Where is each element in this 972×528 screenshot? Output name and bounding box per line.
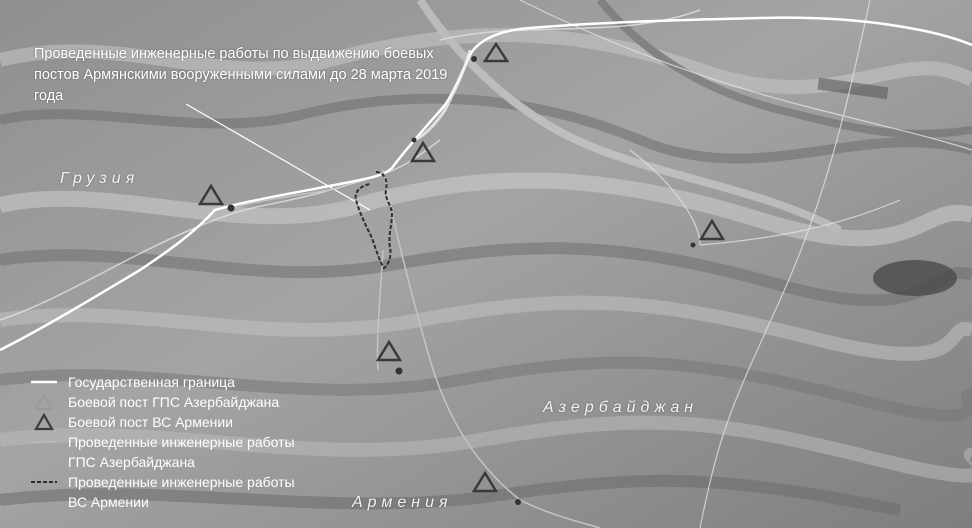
works-armenia-line <box>354 171 394 270</box>
annotation-leader-line <box>185 103 371 211</box>
map-legend: Государственная граница Боевой пост ГПС … <box>30 372 350 512</box>
light-triangle-icon <box>34 392 54 410</box>
legend-item-post-armenia: Боевой пост ВС Армении <box>30 412 350 432</box>
region-label-azerbaijan: Азербайджан <box>543 399 699 416</box>
dark-triangle-icon <box>34 412 54 431</box>
dashed-line-icon <box>31 481 57 483</box>
state-border <box>0 16 972 352</box>
legend-item-works-armenia: Проведенные инженерные работы ВС Армении <box>30 472 350 512</box>
dark-field <box>873 260 957 296</box>
light-line-icon <box>31 441 57 443</box>
legend-item-border: Государственная граница <box>30 372 350 392</box>
region-label-georgia: Грузия <box>60 170 140 187</box>
post-armenia-markers <box>197 41 726 493</box>
annotation-text: Проведенные инженерные работы по выдвиже… <box>34 46 448 104</box>
legend-label: Проведенные инженерные работы ГПС Азерба… <box>68 434 295 470</box>
legend-item-post-azerbaijan: Боевой пост ГПС Азербайджана <box>30 392 350 412</box>
region-label-armenia: Армения <box>352 494 453 511</box>
border-line-icon <box>31 380 57 384</box>
dark-field <box>817 77 889 100</box>
mountain-ridges <box>0 0 972 516</box>
post-azerbaijan-dots <box>227 56 696 505</box>
legend-item-works-azerbaijan: Проведенные инженерные работы ГПС Азерба… <box>30 432 350 472</box>
legend-label: Боевой пост ГПС Азербайджана <box>68 394 280 410</box>
legend-label: Боевой пост ВС Армении <box>68 414 233 430</box>
legend-label: Проведенные инженерные работы ВС Армении <box>68 474 295 510</box>
legend-label: Государственная граница <box>68 374 235 390</box>
river <box>414 49 472 142</box>
